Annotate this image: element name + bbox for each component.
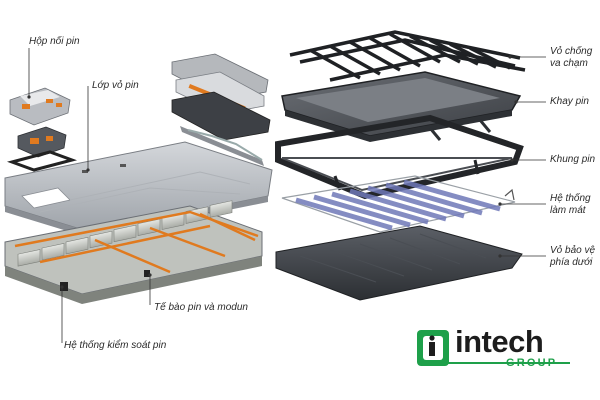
leader-lines-right — [500, 56, 546, 257]
junction-module — [17, 126, 67, 158]
battery-cover — [4, 141, 273, 238]
label-junction-box: Hộp nối pin — [29, 36, 80, 47]
intech-logo-icon — [417, 330, 570, 366]
upper-module-stack — [171, 53, 271, 166]
label-battery-tray: Khay pin — [550, 96, 589, 107]
battery-frame — [275, 114, 524, 200]
label-battery-frame: Khung pin — [550, 154, 596, 165]
crash-guard — [289, 30, 526, 82]
underbody-protection — [275, 225, 523, 301]
cooling-system — [281, 175, 516, 233]
cells-and-modules — [4, 200, 263, 304]
bms-unit — [60, 282, 68, 291]
label-crash-guard: Vỏ chống va chạm — [550, 46, 593, 69]
junction-box — [9, 87, 71, 126]
label-underbody: Vỏ bảo vệ phía dưới — [550, 245, 596, 268]
leader-lines-left — [28, 48, 151, 343]
label-bms: Hệ thống kiểm soát pin — [64, 340, 167, 351]
label-cells-modules: Tế bào pin và modun — [154, 302, 248, 313]
logo-subtitle: GROUP — [506, 357, 558, 369]
junction-frame — [6, 150, 78, 172]
logo-name: intech — [455, 324, 544, 359]
label-battery-cover: Lớp vỏ pin — [92, 80, 139, 91]
battery-tray — [281, 71, 522, 142]
label-cooling-system: Hệ thống làm mát — [550, 193, 591, 216]
